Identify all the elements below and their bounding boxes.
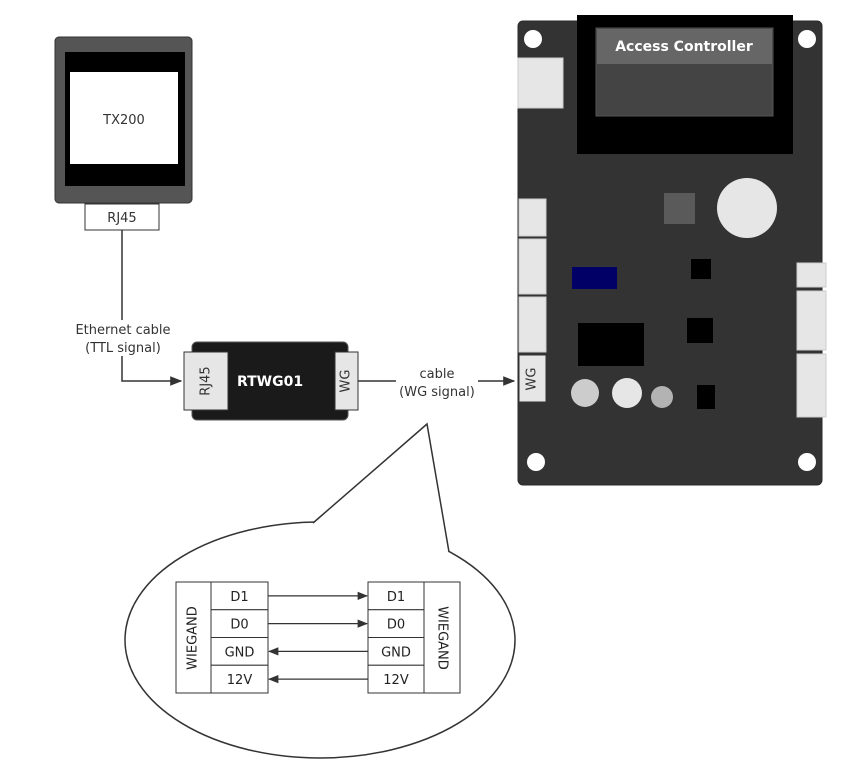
chip-small-3 — [697, 385, 715, 409]
left-pin-gnd: GND — [225, 645, 255, 660]
tx200-label: TX200 — [102, 113, 145, 128]
left-pin-cell-gnd — [210, 637, 269, 666]
left-connector-3 — [518, 296, 547, 353]
blue-component — [572, 267, 617, 289]
controller-title: Access Controller — [615, 39, 753, 55]
mounting-hole-tr — [798, 30, 816, 48]
wire-arrows — [267, 591, 369, 684]
rtwg01-rj45-port — [183, 351, 229, 411]
tx200-device: TX200 RJ45 — [54, 36, 193, 231]
controller-wg-port — [518, 354, 547, 403]
chip-small-2 — [687, 318, 713, 343]
left-connector-2 — [518, 238, 547, 295]
ethernet-cable: Ethernet cable (TTL signal) — [75, 230, 183, 386]
left-connector-top — [517, 57, 564, 109]
capacitor-1 — [571, 379, 599, 407]
mounting-hole-tl — [524, 30, 542, 48]
left-pin-d1: D1 — [230, 590, 248, 605]
controller-title-bar — [597, 29, 772, 64]
ethernet-signal-label: (TTL signal) — [85, 341, 161, 356]
right-pin-gnd: GND — [381, 645, 411, 660]
right-connector-2 — [796, 290, 827, 351]
mounting-hole-br — [798, 453, 816, 471]
rtwg01-wg-label: WG — [339, 370, 354, 393]
right-pin-d1: D1 — [387, 590, 405, 605]
right-pin-d0: D0 — [387, 618, 405, 633]
access-controller-board: Access Controller WG — [517, 15, 827, 486]
left-wiegand-header: WIEGAND — [186, 606, 201, 670]
left-pin-cell-12v — [210, 664, 269, 694]
rtwg01-title: RTWG01 — [237, 374, 303, 390]
right-pin-cell-d1 — [367, 581, 425, 611]
chip-small-1 — [691, 259, 711, 279]
chip-square-gray — [664, 193, 695, 224]
tx200-screen — [70, 72, 178, 164]
left-wiegand-header-cell — [175, 581, 212, 694]
buzzer — [717, 178, 777, 238]
ethernet-cable-label: Ethernet cable — [75, 323, 170, 338]
left-pin-12v: 12V — [227, 673, 253, 688]
tx200-rj45-port — [84, 203, 160, 231]
mounting-hole-bl — [527, 453, 545, 471]
right-connector-1 — [796, 262, 827, 288]
right-connector-3 — [796, 353, 827, 418]
wg-signal-label: (WG signal) — [399, 385, 475, 400]
capacitor-3 — [651, 386, 673, 408]
capacitor-2 — [612, 378, 642, 408]
ethernet-cable-lower — [121, 356, 183, 386]
wg-cable: cable (WG signal) — [358, 367, 516, 400]
callout-pointer — [312, 422, 450, 553]
wg-cable-label: cable — [420, 367, 455, 382]
relay — [578, 323, 644, 366]
callout-pointer-fill — [313, 424, 449, 552]
left-pin-d0: D0 — [230, 618, 248, 633]
tx200-rj45-label: RJ45 — [107, 211, 136, 226]
rtwg01-rj45-label: RJ45 — [199, 366, 214, 395]
rtwg01-module: RJ45 RTWG01 WG — [183, 341, 359, 421]
right-wiegand-header: WIEGAND — [435, 606, 450, 670]
left-connector-1 — [518, 198, 547, 237]
right-pin-12v: 12V — [383, 673, 409, 688]
left-pin-cell-d0 — [210, 609, 269, 638]
controller-wg-label: WG — [525, 368, 540, 391]
